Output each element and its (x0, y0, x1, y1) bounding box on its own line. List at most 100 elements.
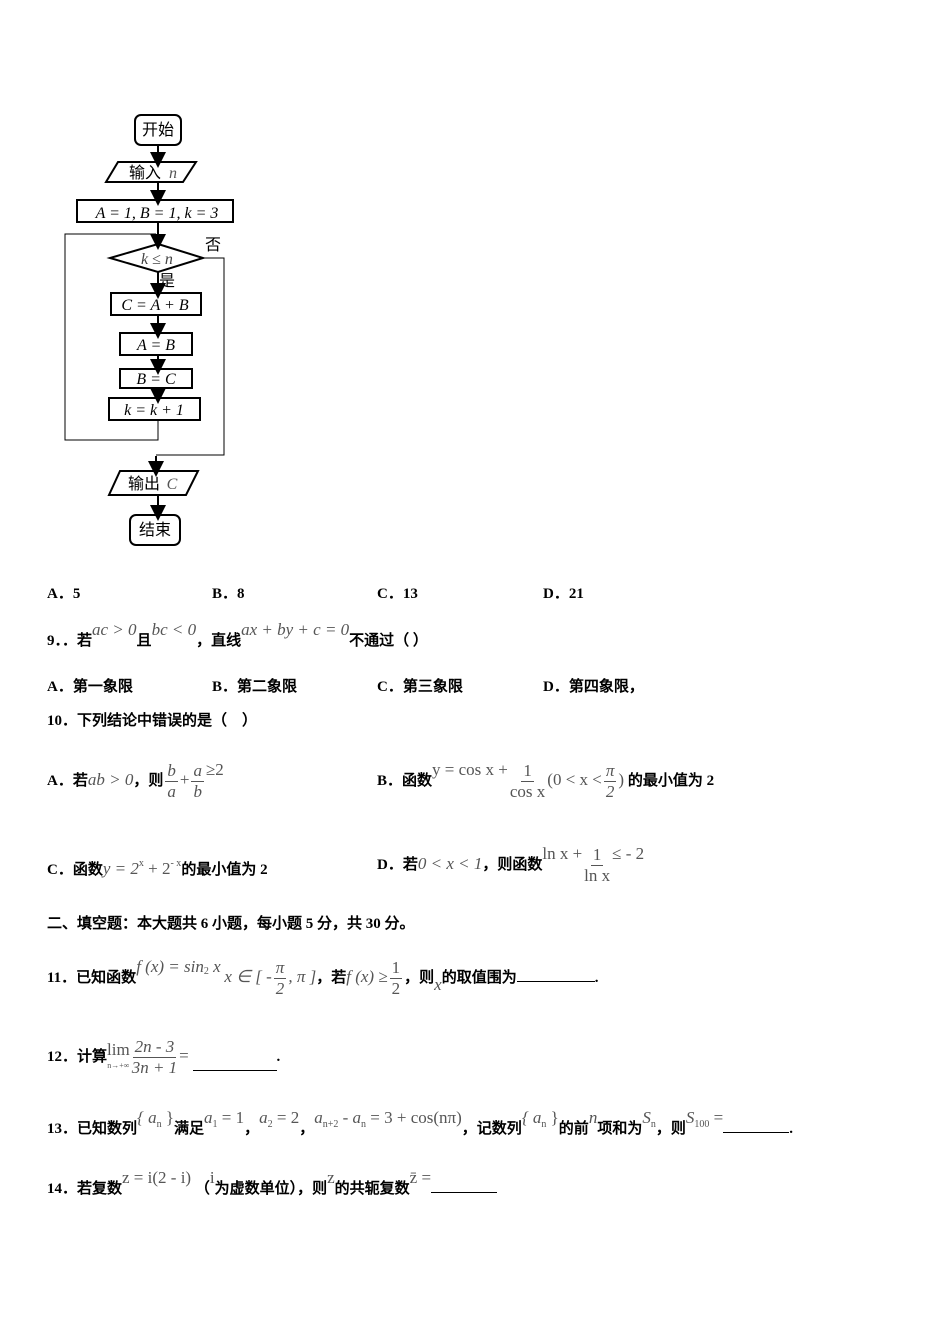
denominator: a (167, 782, 176, 802)
q12-number: 12．计算 (47, 1049, 108, 1065)
math: x (208, 957, 221, 976)
text: . (276, 1049, 281, 1065)
flow-step-k: k = k + 1 (124, 402, 184, 419)
exponent: 2 (203, 966, 209, 977)
numerator: π (603, 761, 617, 783)
flow-start: 开始 (142, 121, 174, 139)
math: ≥2 (205, 760, 224, 779)
math: x ∈ [ - (224, 967, 272, 986)
math: ab > 0 (87, 770, 134, 789)
math: S (685, 1108, 695, 1127)
flow-yes-label: 是 (159, 273, 175, 290)
numerator: 1 (389, 958, 403, 980)
text: 的前 (558, 1121, 589, 1137)
answer-blank[interactable] (192, 1056, 277, 1071)
numerator: 2n - 3 (132, 1037, 177, 1059)
q10-option-c: C．函数y = 2x + 2- x的最小值为 2 (47, 854, 268, 880)
math: + 2 (143, 859, 171, 878)
flowchart: 开始 输入 n A = 1, B = 1, k = 3 k ≤ n 否 是 C … (64, 114, 234, 546)
math: ) (618, 770, 625, 789)
text: 的取值围为 (441, 970, 517, 986)
math: n (588, 1108, 598, 1127)
math: + (179, 770, 190, 789)
text: ，若 (316, 970, 347, 986)
q9-text: ，直线 (196, 633, 242, 649)
text: 为虚数单位），则 (214, 1181, 328, 1197)
q8-option-c: C．13 (377, 586, 418, 602)
denominator: ln x (584, 866, 611, 886)
exponent: x (138, 858, 144, 869)
subscript: 1 (212, 1119, 218, 1130)
flow-condition: k ≤ n (141, 251, 173, 268)
text: . (594, 970, 599, 986)
math: z (327, 1168, 335, 1187)
q9-number: 9．．若 (47, 633, 93, 649)
math: = (709, 1108, 724, 1127)
section-heading: 二、填空题：本大题共 6 小题，每小题 5 分，共 30 分。 (47, 916, 415, 932)
text: . (789, 1121, 793, 1137)
text: 的最小值为 2 (181, 862, 268, 878)
math: (0 < x < (547, 770, 602, 789)
math: = 3 + cos(nπ) (366, 1108, 462, 1127)
flow-output-var: C (167, 476, 178, 493)
text: 满足 (174, 1121, 205, 1137)
text: 项和为 (597, 1121, 643, 1137)
math: = 1 (217, 1108, 245, 1127)
text: ，则函数 (482, 857, 543, 873)
math: - a (338, 1108, 362, 1127)
option-label: C．函数 (47, 862, 103, 878)
lim-subscript: n→+∞ (107, 1060, 130, 1070)
q9-option-c: C．第三象限 (377, 679, 463, 695)
numerator: π (273, 958, 287, 980)
flow-init: A = 1, B = 1, k = 3 (95, 205, 219, 222)
math: y = 2 (102, 859, 139, 878)
math: { a (521, 1108, 542, 1127)
flow-input-label: 输入 (129, 164, 161, 182)
q8-option-d: D．21 (543, 586, 584, 602)
subscript: 2 (267, 1119, 273, 1130)
math: f (x) ≥ (346, 967, 388, 986)
math: = 2 (272, 1108, 300, 1127)
flow-step-b: B = C (136, 371, 176, 388)
q13-number: 13．已知数列 (47, 1121, 138, 1137)
text: ， (244, 1121, 260, 1137)
flow-no-label: 否 (205, 237, 221, 254)
q9-option-b: B．第二象限 (212, 679, 298, 695)
subscript: n (650, 1119, 656, 1130)
question-14: 14．若复数z = i(2 - i) （i为虚数单位），则z的共轭复数z̄ = (47, 1168, 498, 1199)
math: a (314, 1108, 323, 1127)
answer-blank[interactable] (431, 1178, 498, 1193)
q11-number: 11．已知函数 (47, 970, 137, 986)
text: 的最小值为 2 (627, 773, 715, 789)
math: } (161, 1108, 174, 1127)
option-label: A．若 (47, 773, 88, 789)
numerator: b (165, 761, 178, 783)
subscript: 100 (694, 1119, 710, 1130)
lim-text: lim (107, 1039, 130, 1059)
q9-text: 不通过（ ） (349, 633, 428, 649)
option-label: D．若 (377, 857, 418, 873)
q14-number: 14．若复数 (47, 1181, 123, 1197)
exponent: - x (170, 858, 182, 869)
math: ≤ - 2 (612, 844, 645, 863)
denominator: 3n + 1 (131, 1058, 178, 1078)
math: y = cos x + (432, 760, 508, 779)
text: 的共轭复数 (334, 1181, 410, 1197)
q8-option-b: B．8 (212, 586, 245, 602)
flow-end: 结束 (139, 521, 171, 539)
flow-input-var: n (169, 165, 177, 182)
q9-option-d: D．第四象限， (543, 679, 644, 695)
math: a (259, 1108, 268, 1127)
answer-blank[interactable] (723, 1118, 790, 1133)
q9-option-a: A．第一象限 (47, 679, 133, 695)
answer-blank[interactable] (516, 967, 595, 982)
subscript: n (361, 1119, 367, 1130)
